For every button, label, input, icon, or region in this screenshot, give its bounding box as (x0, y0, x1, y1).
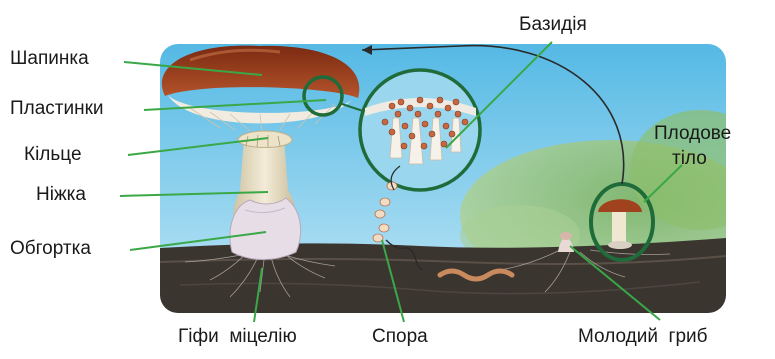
label-stem: Ніжка (36, 184, 86, 206)
label-young-mushroom: Молодий гриб (578, 326, 708, 348)
label-ring: Кільце (24, 144, 82, 166)
label-basidium: Базидія (519, 14, 587, 36)
label-fruit-body-line1: Плодове (654, 123, 731, 145)
label-hyphae: Гіфи міцелію (178, 326, 297, 348)
basidia-magnified-view (360, 70, 480, 190)
label-gills: Пластинки (10, 98, 104, 120)
label-volva: Обгортка (10, 238, 91, 260)
label-fruit-body-line2: тіло (672, 148, 707, 170)
label-cap: Шапинка (10, 48, 89, 70)
label-spore: Спора (372, 326, 428, 348)
